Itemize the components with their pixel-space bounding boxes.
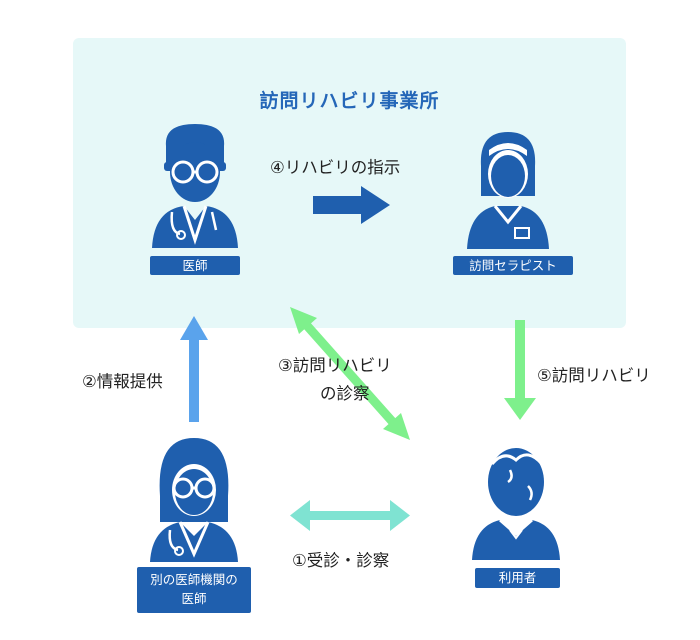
step4-label: ④リハビリの指示 — [270, 158, 401, 177]
elderly-user-icon — [472, 448, 560, 560]
doctor-icon — [152, 124, 238, 248]
arrow-step4 — [313, 186, 390, 224]
doctor-label: 医師 — [150, 256, 240, 275]
step5-label: ⑤訪問リハビリ — [537, 366, 651, 385]
therapist-label: 訪問セラピスト — [453, 256, 573, 275]
other-doctor-label-line1: 別の医師機関の — [150, 572, 238, 587]
step1-label: ①受診・診察 — [292, 551, 390, 570]
step3-label-line1: ③訪問リハビリ — [278, 356, 392, 375]
panel-title: 訪問リハビリ事業所 — [259, 90, 440, 112]
other-doctor-label-line2: 医師 — [181, 591, 207, 606]
arrow-step5 — [504, 320, 536, 420]
step3-label-line2: の診察 — [320, 384, 370, 403]
arrow-step1 — [290, 500, 410, 531]
step2-label: ②情報提供 — [82, 372, 163, 391]
other-doctor-label: 別の医師機関の 医師 — [137, 567, 251, 613]
female-doctor-icon — [150, 438, 238, 562]
arrow-step2 — [180, 316, 208, 422]
user-label: 利用者 — [475, 568, 560, 588]
arrow-step3 — [290, 307, 410, 440]
therapist-icon — [467, 132, 549, 249]
